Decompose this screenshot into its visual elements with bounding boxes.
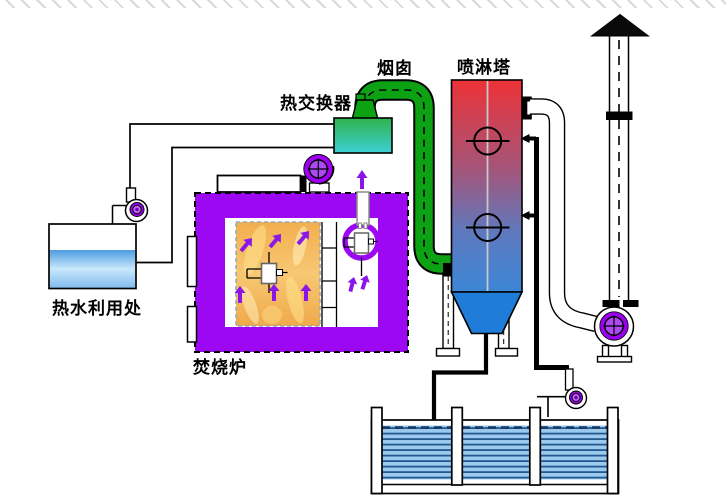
left-bracket-upper [186, 235, 198, 288]
water-tank [370, 406, 620, 495]
spray-water-header [520, 134, 569, 370]
incinerator-body [186, 191, 409, 353]
spray-nozzles [466, 126, 510, 242]
tower-cone [450, 291, 524, 335]
spray-tower [435, 79, 532, 357]
left-bracket-lower [186, 305, 198, 343]
tank-walls [370, 406, 619, 495]
label-stack-duct: 烟囱 [377, 59, 413, 78]
hot-water-pipes [129, 123, 334, 264]
chamber-wall [321, 222, 338, 327]
label-hot-water-station: 热水利用处 [52, 299, 142, 318]
flue-pipe-to-fan [530, 98, 599, 333]
tower-outlet-flange [521, 96, 532, 120]
top-hatch-border [0, 0, 726, 8]
circulation-pump [537, 368, 588, 417]
label-spray-tower: 喷淋塔 [457, 58, 511, 77]
label-incinerator: 焚烧炉 [193, 358, 247, 377]
flow-arrows [234, 170, 370, 303]
drain-pipe [431, 333, 489, 424]
feed-pump [111, 187, 149, 224]
stack-band [606, 111, 633, 120]
hot-water-tank [48, 223, 137, 290]
primary-burner [246, 252, 288, 293]
stack-cap [590, 13, 650, 37]
feed-table [216, 174, 307, 193]
chimney-stack [590, 13, 650, 300]
incinerator-air-fan [303, 154, 335, 193]
heat-exchanger [333, 117, 393, 154]
tower-inlet-connector [443, 263, 453, 277]
green-flue-duct [351, 79, 452, 275]
induced-draft-fan [593, 300, 639, 363]
label-heat-exchanger: 热交换器 [280, 94, 352, 113]
roof-flue-duct [356, 191, 370, 229]
